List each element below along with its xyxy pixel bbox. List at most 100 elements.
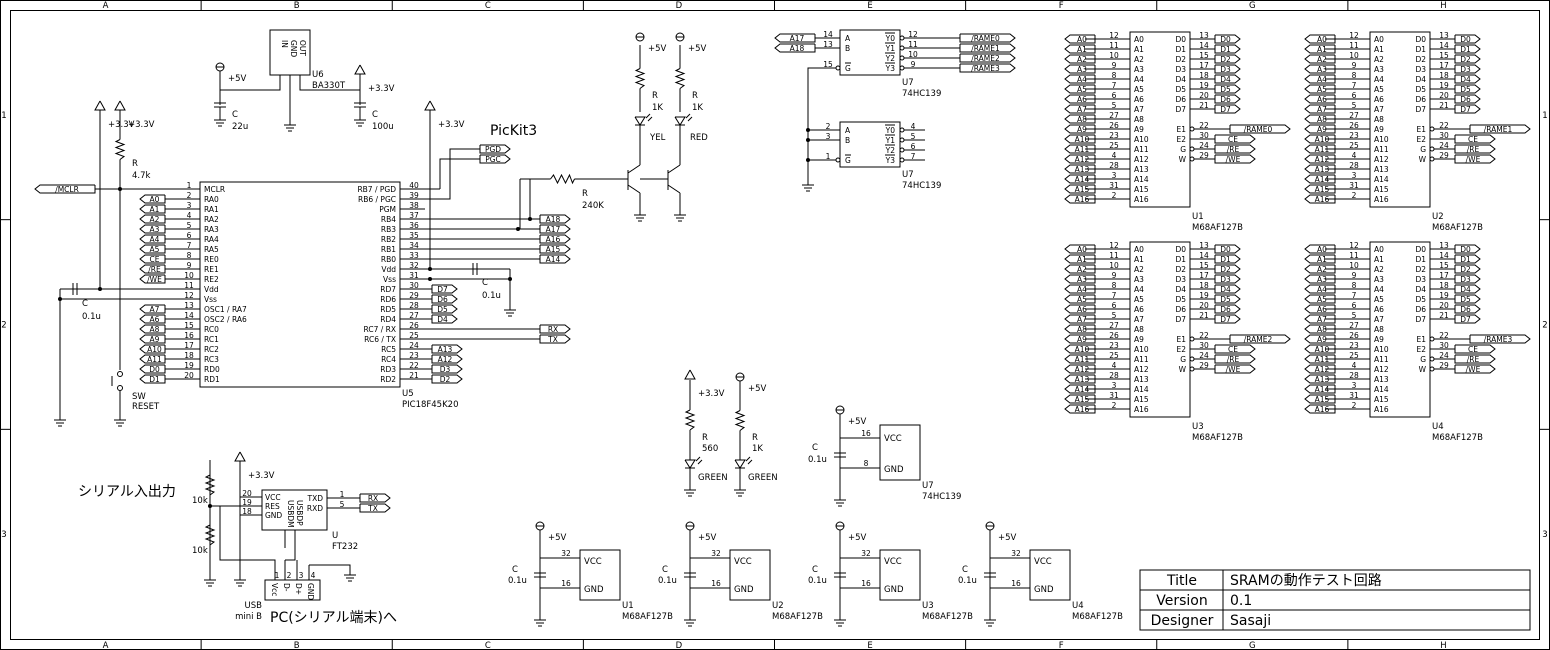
pin-name: D6 bbox=[1415, 305, 1426, 314]
pin-number: 23 bbox=[1349, 131, 1359, 140]
pin-name: A5 bbox=[1134, 85, 1144, 94]
net-flag-shape bbox=[1214, 134, 1256, 144]
pin-number: 3 bbox=[1352, 381, 1357, 390]
net-flag: A6 bbox=[139, 314, 166, 324]
pin-name: D7 bbox=[1415, 315, 1426, 324]
pin-number: 5 bbox=[1112, 101, 1117, 110]
net-flag-shape bbox=[1454, 304, 1481, 314]
pin-name: A3 bbox=[1374, 275, 1384, 284]
net-flag-shape bbox=[139, 374, 166, 384]
net-label: D1 bbox=[1460, 255, 1471, 264]
power-circle: +5V bbox=[835, 405, 867, 427]
sram-ref: U1 bbox=[622, 601, 634, 611]
net-label: A14 bbox=[1075, 385, 1090, 394]
net-flag-shape bbox=[1304, 334, 1336, 344]
net-label: A10 bbox=[1315, 345, 1330, 354]
led-ray bbox=[695, 456, 701, 462]
net-flag-shape bbox=[1064, 74, 1096, 84]
pin-number: 21 bbox=[409, 371, 419, 380]
net-flag: A2 bbox=[1064, 54, 1096, 64]
net-flag: /RAME0 bbox=[1229, 124, 1291, 134]
net-flag: A7 bbox=[139, 304, 166, 314]
net-flag-shape bbox=[359, 493, 391, 503]
pin-name: A4 bbox=[1374, 75, 1384, 84]
inversion-bubble bbox=[899, 137, 905, 143]
pin-name: RA5 bbox=[204, 245, 219, 254]
pin-number: 12 bbox=[1349, 241, 1359, 250]
pin-number: 14 bbox=[1199, 41, 1209, 50]
pin-name: E1 bbox=[1176, 125, 1186, 134]
pin-name: D1 bbox=[1415, 45, 1426, 54]
pin-number: 30 bbox=[1199, 341, 1209, 350]
net-flag: D3 bbox=[431, 364, 463, 374]
net-label: A13 bbox=[1315, 375, 1330, 384]
pin-number: 14 bbox=[1439, 251, 1449, 260]
pin-name: A12 bbox=[1134, 155, 1149, 164]
pin-number: 6 bbox=[1112, 91, 1117, 100]
pin-name: Vss bbox=[383, 275, 396, 284]
net-flag: D4 bbox=[1214, 74, 1241, 84]
pin-name: G bbox=[1420, 145, 1426, 154]
power-triangle-shape bbox=[114, 100, 126, 111]
net-label: RX bbox=[368, 494, 378, 503]
net-flag: A10 bbox=[1304, 134, 1336, 144]
net-flag: D1 bbox=[1214, 254, 1241, 264]
pin-name: A8 bbox=[1374, 115, 1384, 124]
pin-number: 23 bbox=[1109, 341, 1119, 350]
net-flag: D4 bbox=[1454, 284, 1481, 294]
net-label: A12 bbox=[438, 355, 453, 364]
row-label: 3 bbox=[1542, 530, 1547, 540]
net-flag: D3 bbox=[1454, 64, 1481, 74]
net-flag-shape bbox=[1304, 294, 1336, 304]
r-10k2 bbox=[204, 510, 216, 560]
net-flag: A12 bbox=[1064, 364, 1096, 374]
net-flag: A1 bbox=[1304, 254, 1336, 264]
usb-name: USB bbox=[245, 601, 263, 611]
power-triangle: +3.3V bbox=[114, 100, 155, 130]
pin-name: A11 bbox=[1134, 145, 1149, 154]
sram-body bbox=[1369, 241, 1431, 418]
net-flag-shape bbox=[1304, 194, 1336, 204]
net-flag-shape bbox=[774, 33, 816, 43]
usb-pin-number: 3 bbox=[299, 571, 304, 580]
pin-number: 26 bbox=[409, 321, 419, 330]
pin-number: 19 bbox=[242, 498, 252, 507]
net-flag-shape bbox=[1304, 344, 1336, 354]
net-flag-shape bbox=[431, 314, 458, 324]
usb-pin-number: 1 bbox=[275, 571, 280, 580]
pin-name: TXD bbox=[307, 494, 324, 503]
pin-number: 35 bbox=[409, 231, 419, 240]
led-green1 bbox=[684, 456, 703, 469]
inversion-bubble bbox=[899, 157, 905, 163]
pin-number: 19 bbox=[184, 361, 194, 370]
pin-number: 18 bbox=[1439, 71, 1449, 80]
pin-name: RXD bbox=[307, 504, 323, 513]
cap-value: 0.1u bbox=[808, 455, 827, 465]
net-flag: A1 bbox=[139, 204, 166, 214]
net-flag: D4 bbox=[1454, 74, 1481, 84]
pin-name: A12 bbox=[1134, 365, 1149, 374]
net-flag: /WE bbox=[1214, 364, 1256, 374]
pin-name: GND bbox=[734, 585, 754, 595]
net-label: D0 bbox=[1220, 35, 1231, 44]
res-value: 1K bbox=[652, 103, 663, 113]
pin-number: 7 bbox=[187, 241, 192, 250]
pin-number: 21 bbox=[1439, 101, 1449, 110]
pin-number: 24 bbox=[1439, 141, 1449, 150]
cap-value: 22u bbox=[232, 122, 248, 132]
net-label: A17 bbox=[790, 34, 805, 43]
net-flag: D6 bbox=[431, 294, 458, 304]
col-label: A bbox=[103, 1, 109, 11]
cap-in bbox=[214, 90, 226, 120]
pin-name: A10 bbox=[1374, 135, 1389, 144]
net-label: A13 bbox=[438, 345, 453, 354]
net-label: A6 bbox=[1317, 95, 1327, 104]
power-label: +5V bbox=[748, 384, 767, 394]
net-flag: A2 bbox=[1304, 54, 1336, 64]
switch-name: RESET bbox=[132, 402, 160, 412]
pin-name: D5 bbox=[1415, 85, 1426, 94]
wire bbox=[627, 184, 641, 194]
ground-symbol bbox=[284, 124, 296, 132]
net-flag-shape bbox=[1214, 74, 1241, 84]
